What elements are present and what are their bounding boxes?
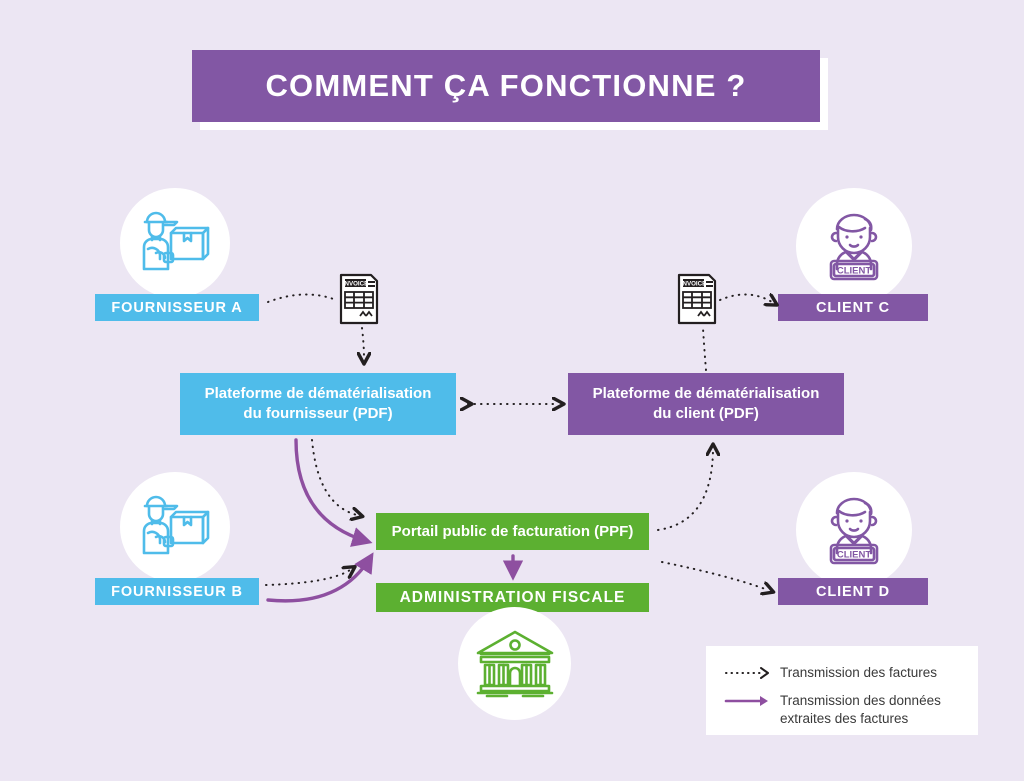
client-c-icon-circle: CLIENT	[796, 188, 912, 304]
fournisseur-b-icon-circle	[120, 472, 230, 582]
ppf-label: Portail public de facturation (PPF)	[391, 523, 634, 540]
client-d-label: CLIENT D	[815, 583, 891, 600]
government-icon-circle	[458, 607, 571, 720]
invoice-icon: INVOICE	[339, 273, 379, 325]
invoice-icon-left: INVOICE	[338, 272, 380, 331]
arrow-fournisseur-a-to-invoice	[267, 293, 337, 303]
page-title: COMMENT ÇA FONCTIONNE ?	[192, 50, 820, 122]
arrow-invoice-to-supplier-platform	[362, 327, 364, 358]
ppf-box: Portail public de facturation (PPF)	[376, 513, 649, 550]
invoice-icon: INVOICE	[677, 273, 717, 325]
client-platform-box: Plateforme de dématérialisation du clien…	[568, 373, 844, 435]
supplier-platform-box: Plateforme de dématérialisation du fourn…	[180, 373, 456, 435]
legend-item-1: Transmission des données extraites des f…	[724, 692, 964, 728]
arrow-supplier-platform-to-ppf-dotted	[311, 439, 357, 515]
legend-panel: Transmission des factures Transmission d…	[706, 646, 978, 735]
client-person-icon: CLIENT	[829, 213, 879, 281]
invoice-header-text: INVOICE	[343, 281, 368, 288]
client-d-icon-circle: CLIENT	[796, 472, 912, 588]
invoice-header-text: INVOICE	[681, 281, 706, 288]
client-person-icon: CLIENT	[829, 497, 879, 565]
legend-item-0-label: Transmission des factures	[780, 665, 938, 680]
fournisseur-a-label: FOURNISSEUR A	[111, 299, 243, 316]
arrow-ppf-to-client-platform	[657, 450, 713, 531]
supplier-platform-line2: du fournisseur (PDF)	[243, 405, 393, 422]
solid-arrow-icon	[724, 696, 768, 706]
dotted-arrow-icon	[725, 667, 769, 679]
arrow-supplier-platform-to-ppf-solid	[294, 438, 373, 547]
role-label-client-c: CLIENT C	[778, 294, 928, 321]
delivery-person-icon	[142, 495, 210, 555]
page-title-text: COMMENT ÇA FONCTIONNE ?	[265, 68, 747, 103]
legend-item-1-label: Transmission des données extraites des f…	[780, 693, 941, 726]
role-label-client-d: CLIENT D	[778, 578, 928, 605]
government-building-icon	[476, 630, 553, 697]
arrow-fournisseur-b-to-ppf-solid	[266, 552, 374, 603]
role-label-fournisseur-a: FOURNISSEUR A	[95, 294, 259, 321]
arrow-ppf-to-client-d	[661, 561, 768, 590]
client-badge-text: CLIENT	[837, 266, 872, 277]
delivery-person-icon	[142, 211, 210, 271]
fournisseur-b-label: FOURNISSEUR B	[111, 583, 243, 600]
legend-item-0: Transmission des factures	[724, 664, 937, 682]
arrow-invoice-to-client-c	[719, 294, 772, 302]
role-label-fournisseur-b: FOURNISSEUR B	[95, 578, 259, 605]
client-platform-line2: du client (PDF)	[653, 405, 759, 422]
fournisseur-a-icon-circle	[120, 188, 230, 298]
invoice-icon-right: INVOICE	[676, 272, 718, 331]
client-c-label: CLIENT C	[815, 299, 891, 316]
supplier-platform-line1: Plateforme de dématérialisation	[204, 384, 432, 402]
administration-fiscale-label: ADMINISTRATION FISCALE	[399, 588, 626, 606]
client-platform-line1: Plateforme de dématérialisation	[592, 384, 820, 402]
arrow-fournisseur-b-to-ppf-dotted	[265, 570, 350, 586]
arrow-client-platform-to-invoice	[702, 327, 707, 371]
client-badge-text: CLIENT	[837, 550, 872, 561]
